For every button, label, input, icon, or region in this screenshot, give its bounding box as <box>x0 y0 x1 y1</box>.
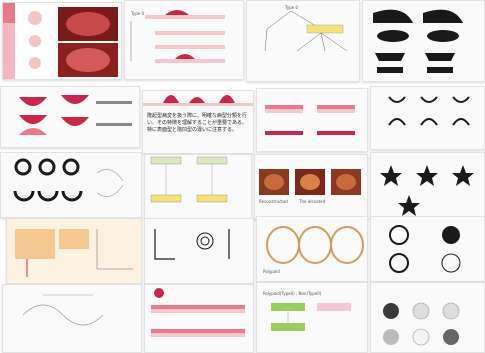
endoscopy-table-figure <box>3 3 121 79</box>
slide-r3c3: Reconstructed The elevated <box>254 154 368 220</box>
slide-r5c3: Polypoid(Type0) , Non(Type0) <box>256 282 368 353</box>
lesion-type-diagram <box>125 1 243 79</box>
slide-r3c1 <box>0 152 142 218</box>
lesion-profiles <box>1 87 139 147</box>
caption-polypoid: Polypoid <box>263 269 280 274</box>
slide-r1c1 <box>2 2 122 80</box>
classification-tree <box>247 1 359 81</box>
slide-r2c2: 隆起型病変を扱う際に、明確な病型分類を行い、その特徴を理解することが重要である。… <box>142 90 254 154</box>
caption-elevated: The elevated <box>299 199 325 204</box>
slide-r3c4 <box>370 152 485 218</box>
slide-r3c2: Flowchart <box>144 154 252 220</box>
slide-r1c4 <box>362 0 485 82</box>
slide-r2c4 <box>370 86 485 150</box>
icons-grid <box>371 87 484 149</box>
schematic-orange <box>7 219 141 283</box>
layer-diagram <box>257 89 367 151</box>
caption-reconstructed: Reconstructed <box>259 199 288 204</box>
slide-r4c3: Polypoid <box>256 216 368 282</box>
slide-r2c1 <box>0 86 140 148</box>
line-shapes <box>145 219 253 283</box>
endoscopy-photos <box>255 155 367 219</box>
flowchart <box>145 155 251 219</box>
slide-r5c4 <box>370 282 485 353</box>
japanese-text: 隆起型病変を扱う際に、明確な病型分類を行い、その特徴を理解することが重要である。… <box>147 113 249 134</box>
polyp-profiles <box>145 285 253 352</box>
slide-r2c3 <box>256 88 368 152</box>
slide-r1c2: Type 0 <box>124 0 244 80</box>
slide-r5c2 <box>144 284 254 353</box>
sketch-diagram <box>3 285 141 352</box>
slide-r1c3: Type 0 Non-Polypoid <box>246 0 360 82</box>
ring-grid <box>371 217 484 281</box>
slide-r5c1 <box>2 284 142 353</box>
green-flowchart <box>257 283 367 352</box>
dots-grid <box>371 283 484 352</box>
slide-r4c2 <box>144 218 254 284</box>
slide-r4c4 <box>370 216 485 282</box>
slide-r4c1 <box>6 218 142 284</box>
black-shape-grid <box>363 1 484 81</box>
star-shapes <box>371 153 484 217</box>
ring-shapes <box>1 153 141 217</box>
polyp-row <box>143 91 253 111</box>
